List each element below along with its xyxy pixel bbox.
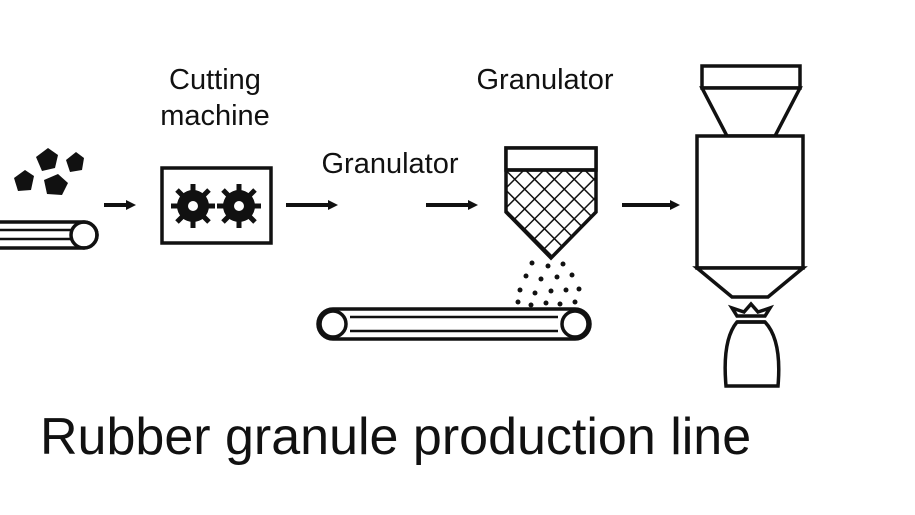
cutting-machine <box>160 166 273 245</box>
falling-granules <box>515 260 582 308</box>
bag-icon <box>723 301 781 388</box>
rubber-pieces-icon <box>14 148 84 195</box>
gear-icon <box>171 184 215 228</box>
granulator-label: Granulator <box>321 148 459 180</box>
cutting-machine-label: Cutting machine <box>160 64 270 132</box>
conveyor-belt <box>316 307 592 341</box>
input-conveyor <box>0 220 99 250</box>
gear-icon <box>217 184 261 228</box>
storage-silo <box>692 64 808 299</box>
diagram-title: Rubber granule production line <box>40 408 752 466</box>
granulator-hopper-label: Granulator <box>476 64 614 96</box>
granulator-hopper <box>504 146 598 261</box>
